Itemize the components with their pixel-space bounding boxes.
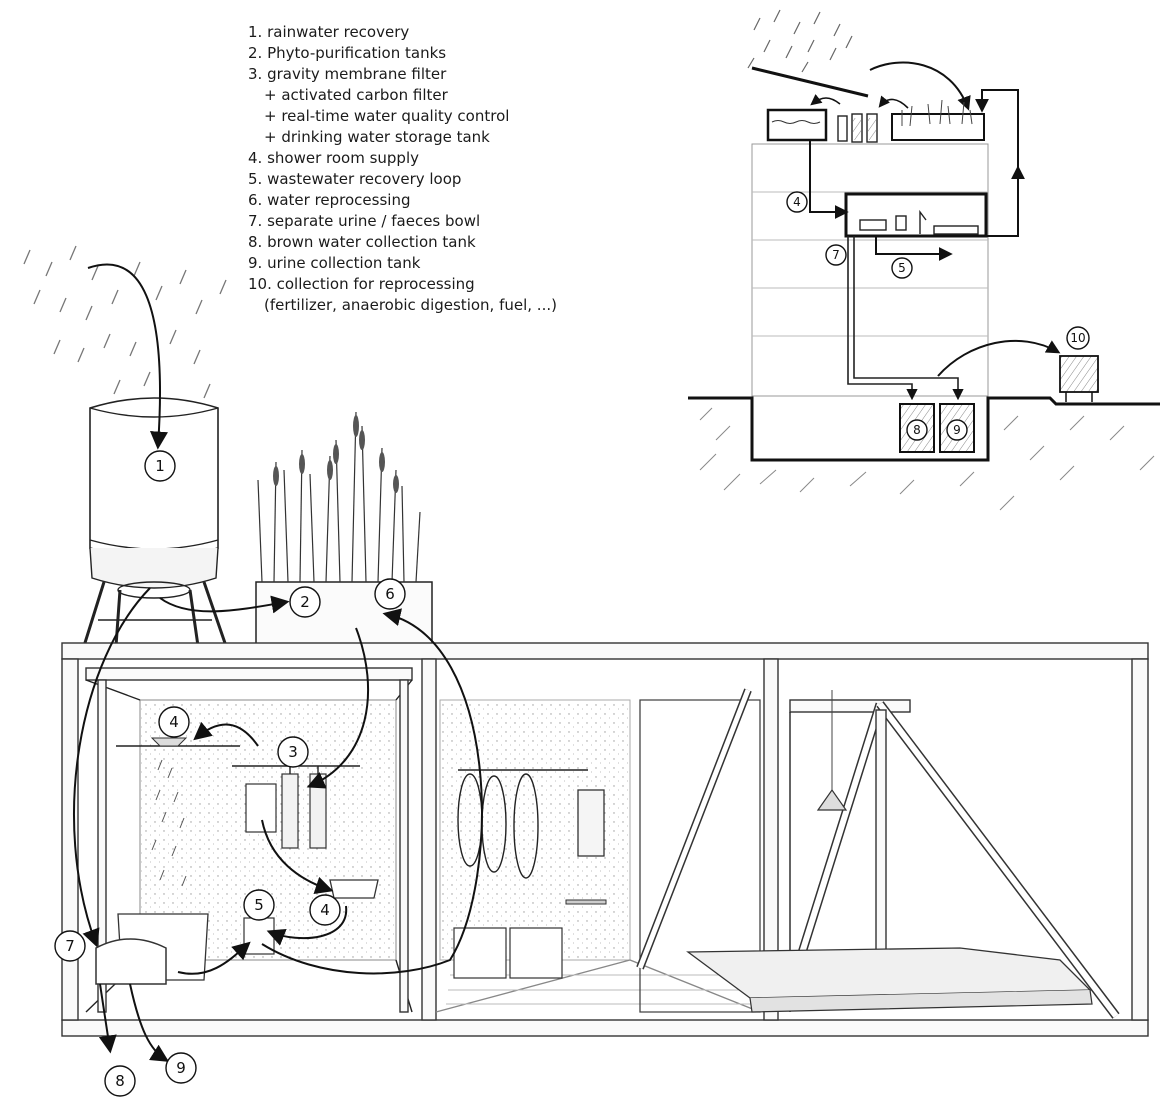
svg-text:5: 5: [898, 261, 906, 275]
marker-2: 2: [289, 586, 321, 618]
svg-text:5: 5: [254, 896, 264, 914]
svg-text:4: 4: [169, 713, 179, 731]
marker-7: 7: [54, 930, 86, 962]
legend-list: 1. rainwater recovery 2. Phyto-purificat…: [248, 22, 557, 316]
svg-text:10: 10: [1070, 331, 1085, 345]
legend-item: 9. urine collection tank: [248, 254, 421, 272]
marker-4-sink: 4: [309, 894, 341, 926]
section-diagram: [688, 9, 1160, 511]
rain-strokes-section: [747, 9, 853, 73]
svg-text:1: 1: [155, 457, 165, 475]
legend-item: 10. collection for reprocessing: [248, 275, 475, 293]
legend-item: 8. brown water collection tank: [248, 233, 476, 251]
rain-strokes-main: [23, 245, 227, 399]
water-tower: [82, 397, 228, 647]
svg-text:2: 2: [300, 593, 310, 611]
section-marker-7: 7: [825, 244, 847, 266]
phyto-planter: [255, 411, 433, 649]
legend-item: 4. shower room supply: [248, 149, 419, 167]
svg-text:8: 8: [913, 423, 921, 437]
container-frame: [61, 642, 1149, 1037]
marker-4-shower: 4: [158, 706, 190, 738]
legend-item: 6. water reprocessing: [248, 191, 411, 209]
marker-3: 3: [277, 736, 309, 768]
main-perspective: [23, 245, 1149, 1062]
shower-room-equipment: [95, 737, 379, 985]
marker-5: 5: [243, 889, 275, 921]
legend-item: + real-time water quality control: [264, 107, 510, 125]
svg-text:7: 7: [832, 248, 840, 262]
section-marker-10: 10: [1066, 326, 1090, 350]
section-marker-4: 4: [786, 191, 808, 213]
svg-text:9: 9: [176, 1059, 186, 1077]
svg-text:3: 3: [288, 743, 298, 761]
svg-text:6: 6: [385, 585, 395, 603]
section-marker-9: 9: [946, 419, 968, 441]
marker-6: 6: [374, 578, 406, 610]
marker-9: 9: [165, 1052, 197, 1084]
legend-item: 3. gravity membrane filter: [248, 65, 447, 83]
legend-item: + activated carbon filter: [264, 86, 448, 104]
marker-1: 1: [144, 450, 176, 482]
legend-item: 7. separate urine / faeces bowl: [248, 212, 481, 230]
legend-item: (fertilizer, anaerobic digestion, fuel, …: [264, 296, 557, 314]
legend-item: 2. Phyto-purification tanks: [248, 44, 447, 62]
svg-text:9: 9: [953, 423, 961, 437]
section-marker-8: 8: [906, 419, 928, 441]
legend-item: + drinking water storage tank: [264, 128, 490, 146]
svg-text:8: 8: [115, 1072, 125, 1090]
legend-item: 1. rainwater recovery: [248, 23, 410, 41]
marker-8: 8: [104, 1065, 136, 1097]
svg-text:4: 4: [793, 195, 801, 209]
section-marker-5: 5: [891, 257, 913, 279]
legend-item: 5. wastewater recovery loop: [248, 170, 462, 188]
svg-text:7: 7: [65, 937, 75, 955]
svg-text:4: 4: [320, 901, 330, 919]
